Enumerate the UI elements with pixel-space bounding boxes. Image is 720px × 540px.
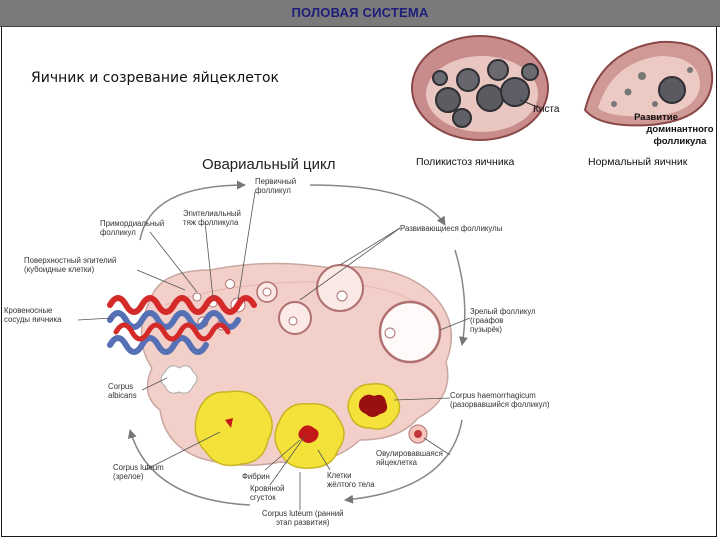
corpus-luteum-early: [274, 403, 345, 469]
label-surface-epithelium-2: (кубоидные клетки): [24, 265, 95, 274]
label-developing-follicles: Развивающиеся фолликулы: [400, 224, 503, 233]
corpus-haemorrhagicum: [347, 383, 401, 430]
label-primordial-1: Примордиальный: [100, 219, 164, 228]
polycystic-ovary-image: [411, 35, 549, 141]
label-lutein-cells-1: Клетки: [327, 471, 352, 480]
label-ovulated-oocyte-2: яйцеклетка: [376, 458, 418, 467]
corpus-luteum-mature: [194, 390, 273, 467]
normal-ovary-image: [583, 40, 714, 127]
header-bar: [0, 0, 720, 27]
label-mature-follicle-3: пузырёк): [470, 325, 502, 334]
corpus-albicans: [160, 365, 198, 394]
label-primary-follicle-1: Первичный: [255, 177, 296, 186]
label-surface-epithelium-1: Поверхностный эпителий: [24, 256, 116, 265]
label-epithelium-2: тяж фолликула: [183, 218, 239, 227]
label-epithelium-1: Эпителиальный: [183, 209, 241, 218]
label-blood-clot-2: сгусток: [250, 493, 276, 502]
cycle-arrows: [127, 180, 468, 506]
label-mature-follicle-2: (граафов: [470, 316, 503, 325]
label-primary-follicle-2: фолликул: [255, 186, 291, 195]
label-mature-follicle-1: Зрелый фолликул: [470, 307, 536, 316]
label-corpus-haemorrhagicum-1: Corpus haemorrhagicum: [450, 391, 536, 400]
label-corpus-luteum-early-1: Corpus luteum (ранний: [262, 509, 343, 518]
label-corpus-haemorrhagicum-2: (разорвавшийся фолликул): [450, 400, 550, 409]
label-primordial-2: фолликул: [100, 228, 136, 237]
diagram-title: Овариальный цикл: [202, 156, 336, 173]
dominant-follicle-label-3: фолликула: [654, 136, 708, 147]
leader-lines: [77, 191, 471, 510]
label-blood-clot-1: Кровяной: [250, 484, 285, 493]
polycystic-caption: Поликистоз яичника: [416, 156, 515, 168]
cyst-label: Киста: [533, 104, 560, 115]
follicles: [192, 264, 442, 364]
label-corpus-luteum-early-2: этап развития): [276, 518, 330, 527]
label-lutein-cells-2: жёлтого тела: [327, 480, 375, 489]
dominant-follicle-label-2: доминантного: [646, 124, 713, 135]
normal-caption: Нормальный яичник: [588, 156, 688, 168]
label-corpus-luteum-mature-2: (зрелое): [113, 472, 144, 481]
label-corpus-albicans-2: albicans: [108, 391, 137, 400]
ovulated-oocyte: [408, 424, 428, 444]
label-ovulated-oocyte-1: Овулировавшаяся: [376, 449, 443, 458]
dominant-follicle-label-1: Развитие: [634, 112, 678, 123]
label-blood-vessels-1: Кровеносные: [4, 306, 52, 315]
label-blood-vessels-2: сосуды яичника: [4, 315, 62, 324]
blood-vessels: [107, 295, 257, 355]
label-corpus-albicans-1: Corpus: [108, 382, 133, 391]
label-corpus-luteum-mature-1: Corpus luteum: [113, 463, 164, 472]
slide-title: ПОЛОВАЯ СИСТЕМА: [291, 5, 429, 20]
slide-subtitle: Яичник и созревание яйцеклеток: [31, 70, 280, 86]
label-fibrin: Фибрин: [242, 472, 270, 481]
